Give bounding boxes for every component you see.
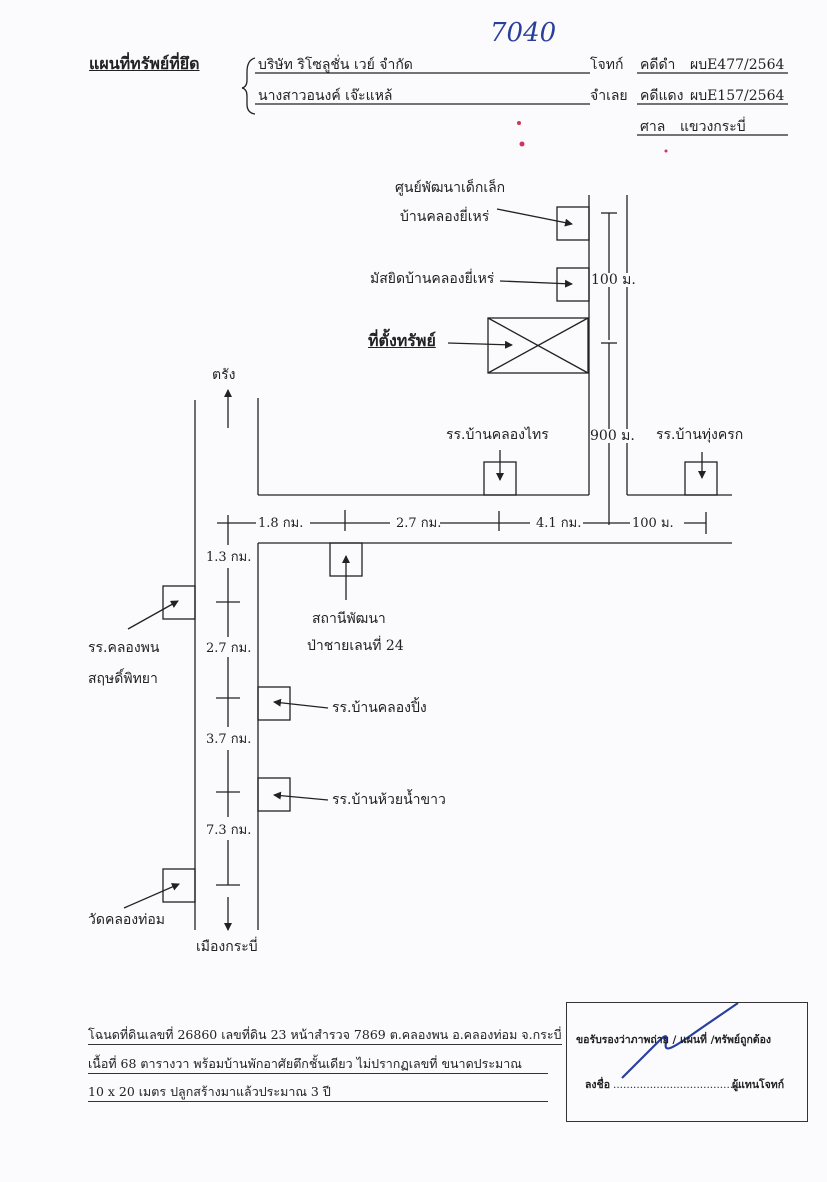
mueang-krabi-label: เมืองกระบี่ [196, 939, 258, 955]
certification-box [566, 1002, 808, 1122]
wat-khlong-thom-label: วัดคลองท่อม [88, 912, 166, 928]
dim-2-7km-v-label: 2.7 กม. [206, 641, 252, 656]
school-thung-khrok-box [684, 461, 718, 496]
school-huai-nam-khao-box [257, 777, 291, 812]
school-khlong-phon-label-2: สฤษดิ์พิทยา [88, 671, 158, 687]
description-line-1: โฉนดที่ดินเลขที่ 26860 เลขที่ดิน 23 หน้า… [88, 1028, 562, 1045]
dim-1-3km-label: 1.3 กม. [206, 550, 252, 565]
khlong-phon-arrow [127, 600, 179, 630]
defendant-name: นางสาวอนงค์ เจ๊ะแหล้ [258, 88, 393, 104]
trang-label: ตรัง [212, 367, 236, 383]
description-line-3: 10 x 20 เมตร ปลูกสร้างมาแล้วประมาณ 3 ปี [88, 1085, 548, 1102]
sign-role: ผู้แทนโจทก์ [732, 1079, 785, 1091]
signature-stroke [621, 1002, 739, 1079]
black-case-number: ผบE477/2564 [690, 57, 785, 73]
child-center-box [556, 206, 590, 241]
black-case-label: คดีดำ [640, 57, 676, 73]
child-center-label-2: บ้านคลองยี่เหร่ [400, 209, 490, 225]
child-center-label-1: ศูนย์พัฒนาเด็กเล็ก [395, 180, 506, 196]
school-khlong-sai-label: รร.บ้านคลองไทร [446, 427, 549, 443]
school-khlong-ping-label: รร.บ้านคลองปิ้ง [332, 700, 427, 716]
court-name: แขวงกระบี่ [680, 119, 746, 135]
sign-dots: ...................................... [613, 1079, 740, 1091]
dim-1-8km-label: 1.8 กม. [258, 516, 304, 531]
defendant-label: จำเลย [590, 88, 628, 104]
school-khlong-phon-label-1: รร.คลองพน [88, 640, 160, 656]
wat-arrow [123, 883, 180, 909]
page-title: แผนที่ทรัพย์ที่ยึด [89, 54, 200, 73]
mosque-arrow [499, 279, 573, 288]
party-brace [241, 57, 256, 115]
mosque-label: มัสยิดบ้านคลองยี่เหร่ [370, 271, 495, 287]
wat-khlong-thom-box [162, 868, 196, 903]
sign-label: ลงชื่อ [585, 1079, 610, 1091]
certification-statement: ขอรับรองว่าภาพถ่าย / แผนที่ /ทรัพย์ถูกต้… [576, 1034, 772, 1046]
dim-100m-top-label: 100 ม. [591, 272, 636, 288]
plaintiff-name: บริษัท ริโซลูชั่น เวย์ จำกัด [258, 57, 413, 73]
dim-3-7km-label: 3.7 กม. [206, 732, 252, 747]
child-center-arrow [496, 208, 573, 227]
property-location-label: ที่ตั้งทรัพย์ [368, 331, 436, 350]
mosque-box [556, 267, 590, 302]
dim-2-7km-h-label: 2.7 กม. [396, 516, 442, 531]
school-huai-nam-khao-label: รร.บ้านห้วยน้ำขาว [332, 792, 446, 808]
dim-4-1km-label: 4.1 กม. [536, 516, 582, 531]
red-case-number: ผบE157/2564 [690, 88, 785, 104]
property-box [487, 317, 589, 374]
handwritten-number: 7040 [490, 18, 557, 48]
property-arrow [447, 340, 513, 349]
station-label-1: สถานีพัฒนา [312, 611, 386, 627]
dim-7-3km-label: 7.3 กม. [206, 823, 252, 838]
station-label-2: ป่าชายเลนที่ 24 [307, 638, 404, 654]
school-khlong-phon-box [162, 585, 196, 620]
court-label: ศาล [640, 119, 666, 135]
plaintiff-label: โจทก์ [590, 57, 624, 73]
dim-900m-label: 900 ม. [590, 428, 635, 444]
huai-nam-khao-arrow [273, 791, 329, 801]
description-line-2: เนื้อที่ 68 ตารางวา พร้อมบ้านพักอาศัยตึก… [88, 1057, 548, 1074]
dim-100m-h-label: 100 ม. [632, 516, 674, 531]
khlong-ping-arrow [273, 698, 329, 709]
school-thung-khrok-label: รร.บ้านทุ่งครก [656, 427, 744, 443]
red-case-label: คดีแดง [640, 88, 684, 104]
